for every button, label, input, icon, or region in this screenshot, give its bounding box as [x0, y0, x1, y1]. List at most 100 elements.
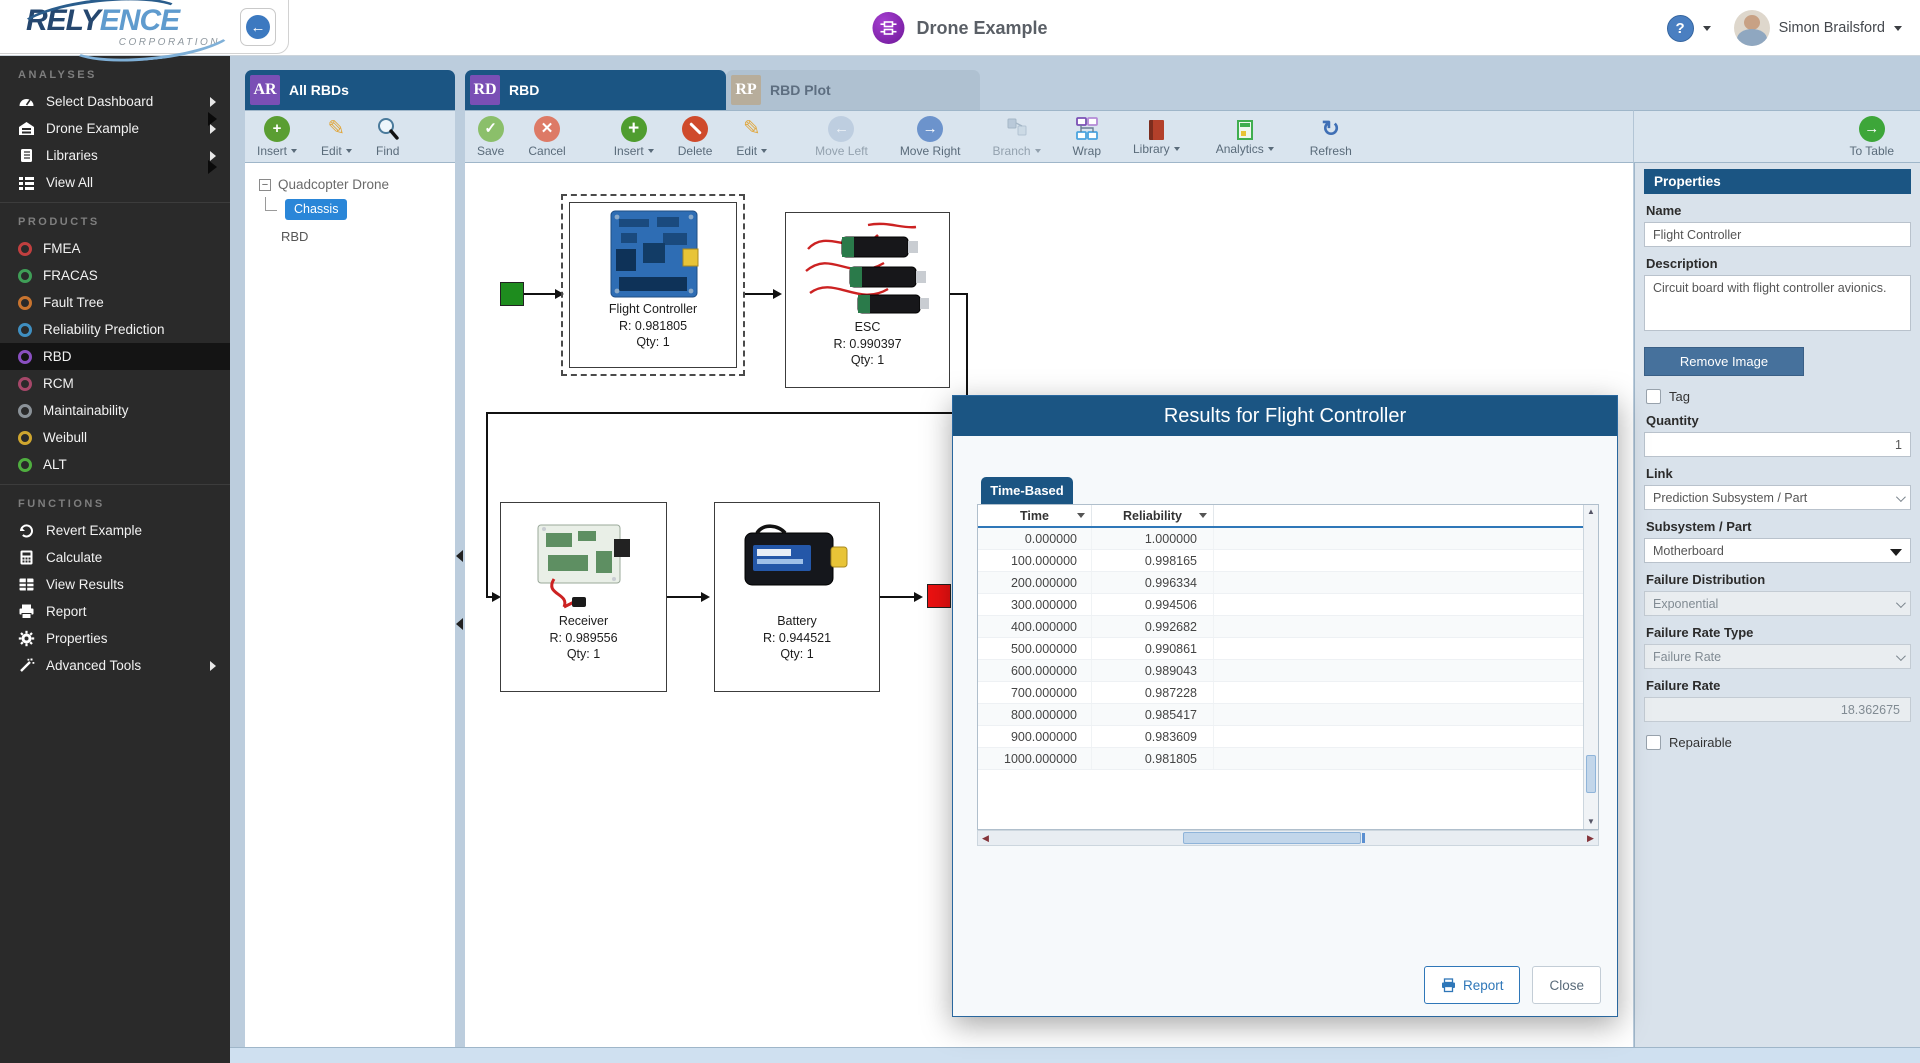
start-node[interactable]	[500, 282, 524, 306]
bottom-scrollbar-strip[interactable]	[230, 1047, 1920, 1063]
sidebar-item-advanced-tools[interactable]: Advanced Tools	[0, 652, 230, 679]
pane-splitter[interactable]	[455, 110, 465, 1047]
subsystem-part-combo[interactable]: Motherboard	[1644, 538, 1911, 563]
analytics-button[interactable]: Analytics	[1204, 117, 1286, 156]
block-battery[interactable]: Battery R: 0.944521 Qty: 1	[714, 502, 880, 692]
refresh-button[interactable]: ↻ Refresh	[1309, 115, 1352, 158]
save-button[interactable]: ✓ Save	[465, 115, 516, 158]
sidebar-expand-handle[interactable]	[208, 160, 217, 174]
column-header-time[interactable]: Time	[978, 505, 1092, 526]
horizontal-scrollbar[interactable]: ◀ ▶	[977, 830, 1599, 846]
quantity-field[interactable]	[1644, 432, 1911, 457]
user-menu-caret-icon[interactable]	[1894, 25, 1902, 31]
failure-rate-field[interactable]: 18.362675	[1644, 697, 1911, 722]
edit-button[interactable]: ✎ Edit	[724, 116, 779, 158]
scroll-up-icon[interactable]: ▲	[1587, 507, 1595, 516]
brand-logo[interactable]: RELYENCE CORPORATION	[13, 0, 238, 69]
tree-collapse-icon[interactable]: −	[259, 178, 271, 191]
scrollbar-thumb[interactable]	[1586, 755, 1596, 793]
report-button[interactable]: Report	[1423, 966, 1521, 1004]
sidebar-item-view-results[interactable]: View Results	[0, 571, 230, 598]
splitter-collapse-handle[interactable]	[456, 550, 463, 562]
sidebar-item-rbd[interactable]: RBD	[0, 343, 230, 370]
help-caret-icon[interactable]	[1702, 25, 1711, 31]
sidebar-item-libraries[interactable]: Libraries	[0, 142, 230, 169]
sidebar-item-alt[interactable]: ALT	[0, 451, 230, 478]
sort-caret-icon[interactable]	[1199, 513, 1207, 518]
insert-button[interactable]: + Insert	[602, 115, 666, 158]
sidebar-item-properties[interactable]: Properties	[0, 625, 230, 652]
description-field[interactable]: Circuit board with flight controller avi…	[1644, 275, 1911, 331]
tree-node-rbd[interactable]: RBD	[281, 229, 309, 244]
sidebar-item-fault-tree[interactable]: Fault Tree	[0, 289, 230, 316]
sidebar-item-weibull[interactable]: Weibull	[0, 424, 230, 451]
tree-edit-button[interactable]: ✎ Edit	[309, 116, 364, 158]
scroll-left-icon[interactable]: ◀	[982, 833, 989, 843]
move-right-button[interactable]: → Move Right	[888, 115, 973, 158]
tab-time-based[interactable]: Time-Based	[981, 477, 1073, 504]
tag-checkbox[interactable]	[1646, 389, 1661, 404]
remove-image-button[interactable]: Remove Image	[1644, 347, 1804, 376]
sidebar-item-fracas[interactable]: FRACAS	[0, 262, 230, 289]
cancel-button[interactable]: ✕ Cancel	[516, 115, 577, 158]
sidebar-item-maintainability[interactable]: Maintainability	[0, 397, 230, 424]
link-select[interactable]: Prediction Subsystem / Part	[1644, 485, 1911, 510]
column-header-reliability[interactable]: Reliability	[1092, 505, 1214, 526]
failure-rate-type-select[interactable]: Failure Rate	[1644, 644, 1911, 669]
failure-distribution-select[interactable]: Exponential	[1644, 591, 1911, 616]
block-receiver[interactable]: Receiver R: 0.989556 Qty: 1	[500, 502, 667, 692]
tab-all-rbds[interactable]: AR All RBDs	[245, 70, 455, 110]
sidebar-item-revert-example[interactable]: Revert Example	[0, 517, 230, 544]
scroll-right-icon[interactable]: ▶	[1587, 833, 1594, 843]
scrollbar-thumb[interactable]	[1183, 832, 1361, 844]
tab-rbd-plot[interactable]: RP RBD Plot	[726, 70, 980, 110]
branch-button[interactable]: Branch	[981, 116, 1053, 158]
tree-node-chassis-selected[interactable]: Chassis	[285, 199, 348, 220]
sidebar-item-fmea[interactable]: FMEA	[0, 235, 230, 262]
block-flight-controller[interactable]: Flight Controller R: 0.981805 Qty: 1	[569, 202, 737, 368]
repairable-checkbox[interactable]	[1646, 735, 1661, 750]
sidebar-item-rcm[interactable]: RCM	[0, 370, 230, 397]
vertical-scrollbar[interactable]: ▲ ▼	[1583, 505, 1598, 829]
tree-insert-button[interactable]: + Insert	[245, 115, 309, 158]
help-button[interactable]: ?	[1666, 14, 1694, 42]
library-button[interactable]: Library	[1121, 117, 1192, 156]
back-arrow-button[interactable]: ←	[246, 15, 270, 39]
sort-caret-icon[interactable]	[1077, 513, 1085, 518]
name-field[interactable]	[1644, 222, 1911, 247]
sidebar-item-report[interactable]: Report	[0, 598, 230, 625]
to-table-button[interactable]: → To Table	[1838, 115, 1906, 158]
sidebar-item-reliability-prediction[interactable]: Reliability Prediction	[0, 316, 230, 343]
end-node[interactable]	[927, 584, 951, 608]
tree-find-button[interactable]: Find	[364, 116, 412, 158]
sidebar-expand-handle[interactable]	[208, 112, 217, 126]
tab-rbd[interactable]: RD RBD	[465, 70, 726, 110]
sidebar-item-select-dashboard[interactable]: Select Dashboard	[0, 88, 230, 115]
close-button[interactable]: Close	[1532, 966, 1601, 1004]
move-left-button[interactable]: ← Move Left	[803, 115, 880, 158]
sidebar-item-calculate[interactable]: Calculate	[0, 544, 230, 571]
scroll-down-icon[interactable]: ▼	[1587, 817, 1595, 826]
splitter-collapse-handle[interactable]	[456, 618, 463, 630]
block-esc[interactable]: ESC R: 0.990397 Qty: 1	[785, 212, 950, 388]
delete-button[interactable]: Delete	[666, 115, 725, 158]
reliability-prediction-ring-icon	[18, 322, 32, 337]
sidebar-item-drone-example[interactable]: Drone Example	[0, 115, 230, 142]
user-name[interactable]: Simon Brailsford	[1778, 20, 1885, 36]
user-avatar[interactable]	[1733, 10, 1770, 46]
tree-node-quadcopter-drone[interactable]: − Quadcopter Drone	[245, 163, 455, 192]
sidebar-item-view-all[interactable]: View All	[0, 169, 230, 196]
wrap-button[interactable]: Wrap	[1061, 116, 1113, 158]
